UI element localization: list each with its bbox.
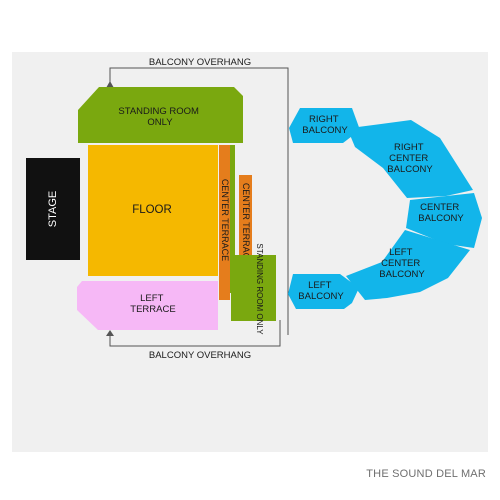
- section-center-terrace-right[interactable]: CENTER TERRACE: [239, 175, 252, 273]
- svg-text:LEFT BALCONY: LEFT BALCONY: [298, 280, 344, 302]
- center-terrace-right-label: CENTER TERRACE: [241, 183, 251, 265]
- section-center-terrace-left[interactable]: CENTER TERRACE: [219, 145, 230, 300]
- left-center-balcony-line2: CENTER: [381, 258, 420, 269]
- stage-label: STAGE: [47, 191, 59, 227]
- floor-label: FLOOR: [132, 204, 172, 216]
- right-center-balcony-line1: RIGHT: [394, 142, 424, 153]
- svg-text:RIGHT CENTER B: RIGHT CENTER BALCONY: [387, 142, 433, 175]
- center-terrace-left-label: CENTER TERRACE: [220, 179, 230, 261]
- venue-name: THE SOUND DEL MAR: [366, 468, 486, 480]
- right-balcony-line1: RIGHT: [309, 114, 339, 125]
- standing-room-right-label: STANDING ROOM ONLY: [255, 243, 264, 335]
- svg-text:LEFT CENTER BA: LEFT CENTER BALCONY: [379, 247, 425, 280]
- left-terrace-line1: LEFT: [140, 293, 163, 304]
- left-balcony-line1: LEFT: [308, 280, 331, 291]
- right-center-balcony-line3: BALCONY: [387, 164, 433, 175]
- left-balcony-line2: BALCONY: [298, 291, 344, 302]
- svg-text:CENTER BALCONY: CENTER BALCONY: [418, 202, 464, 224]
- left-center-balcony-line1: LEFT: [389, 247, 412, 258]
- section-standing-strip: [230, 145, 235, 293]
- section-standing-room-right[interactable]: STANDING ROOM ONLY: [231, 243, 276, 335]
- section-right-center-balcony[interactable]: RIGHT CENTER BALCONY: [350, 120, 473, 198]
- standing-room-top-line2: ONLY: [147, 117, 173, 128]
- section-standing-room-top[interactable]: STANDING ROOM ONLY: [78, 87, 243, 143]
- balcony-overhang-bottom-label: BALCONY OVERHANG: [149, 350, 251, 361]
- svg-text:RIGHT BALCONY: RIGHT BALCONY: [302, 114, 348, 136]
- left-terrace-line2: TERRACE: [130, 304, 175, 315]
- balcony-overhang-bottom-line: [106, 320, 281, 347]
- right-balcony-line2: BALCONY: [302, 125, 348, 136]
- svg-text:STANDING ROOM ONLY: STANDING ROOM ONLY: [118, 106, 201, 128]
- section-left-terrace[interactable]: LEFT TERRACE: [77, 281, 218, 330]
- section-left-balcony[interactable]: LEFT BALCONY: [288, 274, 359, 309]
- stage: STAGE: [26, 158, 80, 260]
- left-center-balcony-line3: BALCONY: [379, 269, 425, 280]
- section-floor[interactable]: FLOOR: [88, 145, 218, 276]
- section-left-center-balcony[interactable]: LEFT CENTER BALCONY: [346, 230, 470, 300]
- right-center-balcony-line2: CENTER: [389, 153, 428, 164]
- svg-text:LEFT TERRACE: LEFT TERRACE: [130, 293, 175, 315]
- standing-room-top-line1: STANDING ROOM: [118, 106, 199, 117]
- balcony-overhang-top-line: [106, 67, 289, 335]
- balcony-overhang-top-label: BALCONY OVERHANG: [149, 57, 251, 68]
- center-balcony-line1: CENTER: [420, 202, 459, 213]
- section-right-balcony[interactable]: RIGHT BALCONY: [289, 108, 360, 143]
- section-center-balcony[interactable]: CENTER BALCONY: [406, 193, 482, 248]
- center-balcony-line2: BALCONY: [418, 213, 464, 224]
